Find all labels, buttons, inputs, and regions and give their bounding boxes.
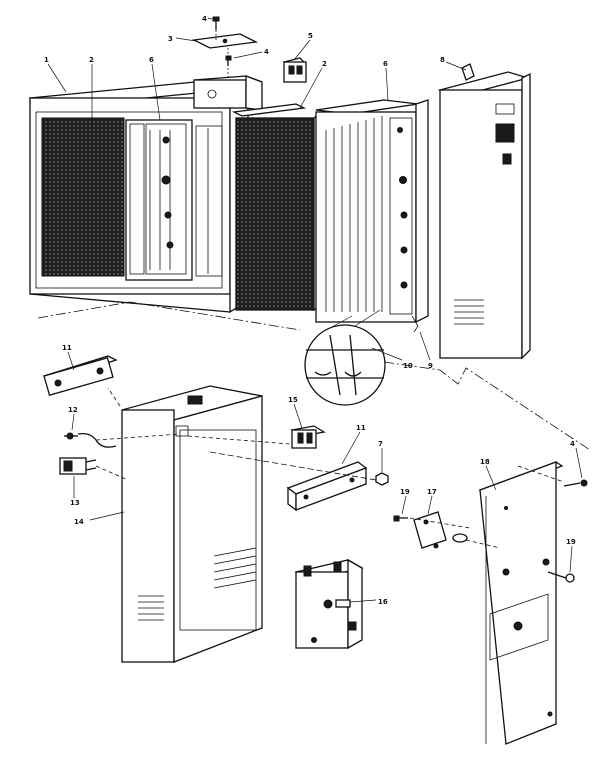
callout-4: 4 bbox=[264, 48, 269, 56]
filter-cell-right bbox=[231, 103, 323, 312]
switch-block bbox=[282, 57, 308, 83]
screw-19-right bbox=[547, 571, 575, 583]
callout-4: 4 bbox=[570, 440, 575, 448]
junction-box bbox=[193, 75, 263, 111]
callout-13: 13 bbox=[70, 499, 80, 507]
callout-11: 11 bbox=[62, 344, 72, 352]
collector-cell-right bbox=[315, 99, 429, 324]
switch-plate bbox=[413, 511, 468, 549]
callout-7: 7 bbox=[378, 440, 383, 448]
callout-17: 17 bbox=[427, 488, 437, 496]
assembly-lines bbox=[95, 22, 565, 549]
screw-4-right bbox=[563, 479, 588, 487]
separator-line bbox=[37, 301, 591, 451]
callout-10: 10 bbox=[403, 362, 413, 370]
callout-3: 3 bbox=[168, 35, 173, 43]
callout-19: 19 bbox=[566, 538, 576, 546]
callout-8: 8 bbox=[440, 56, 445, 64]
callout-leaders bbox=[47, 17, 583, 603]
callout-18: 18 bbox=[480, 458, 490, 466]
power-plug bbox=[59, 457, 97, 475]
callout-5: 5 bbox=[308, 32, 313, 40]
callout-4: 4 bbox=[202, 15, 207, 23]
toggle-switch bbox=[461, 63, 475, 81]
control-board bbox=[294, 558, 364, 650]
callout-6: 6 bbox=[149, 56, 154, 64]
power-supply-box bbox=[437, 71, 531, 360]
front-panel bbox=[478, 461, 564, 745]
callout-12: 12 bbox=[68, 406, 78, 414]
callout-6: 6 bbox=[383, 60, 388, 68]
hex-nut bbox=[375, 472, 389, 486]
terminal-block bbox=[290, 425, 326, 449]
callout-14: 14 bbox=[74, 518, 84, 526]
channel-bracket bbox=[286, 461, 368, 512]
callout-2: 2 bbox=[89, 56, 94, 64]
callout-2: 2 bbox=[322, 60, 327, 68]
electronic-filter-cell-left bbox=[41, 117, 125, 277]
mounting-bracket-left bbox=[42, 355, 118, 397]
screw-19-left bbox=[393, 515, 408, 522]
callout-9: 9 bbox=[428, 362, 433, 370]
callout-1: 1 bbox=[44, 56, 49, 64]
cover-plate bbox=[191, 33, 259, 49]
detail-circle bbox=[304, 309, 419, 406]
callout-16: 16 bbox=[378, 598, 388, 606]
callout-11: 11 bbox=[356, 424, 366, 432]
screw-lower bbox=[225, 55, 232, 66]
base-enclosure bbox=[121, 385, 263, 663]
callout-15: 15 bbox=[288, 396, 298, 404]
ionizer-frame-left bbox=[125, 119, 223, 281]
callout-19: 19 bbox=[400, 488, 410, 496]
lamp-wire bbox=[64, 432, 117, 448]
callout-labels: 1 2 6 4 3 4 5 2 6 8 9 10 11 12 13 14 15 … bbox=[44, 15, 576, 606]
